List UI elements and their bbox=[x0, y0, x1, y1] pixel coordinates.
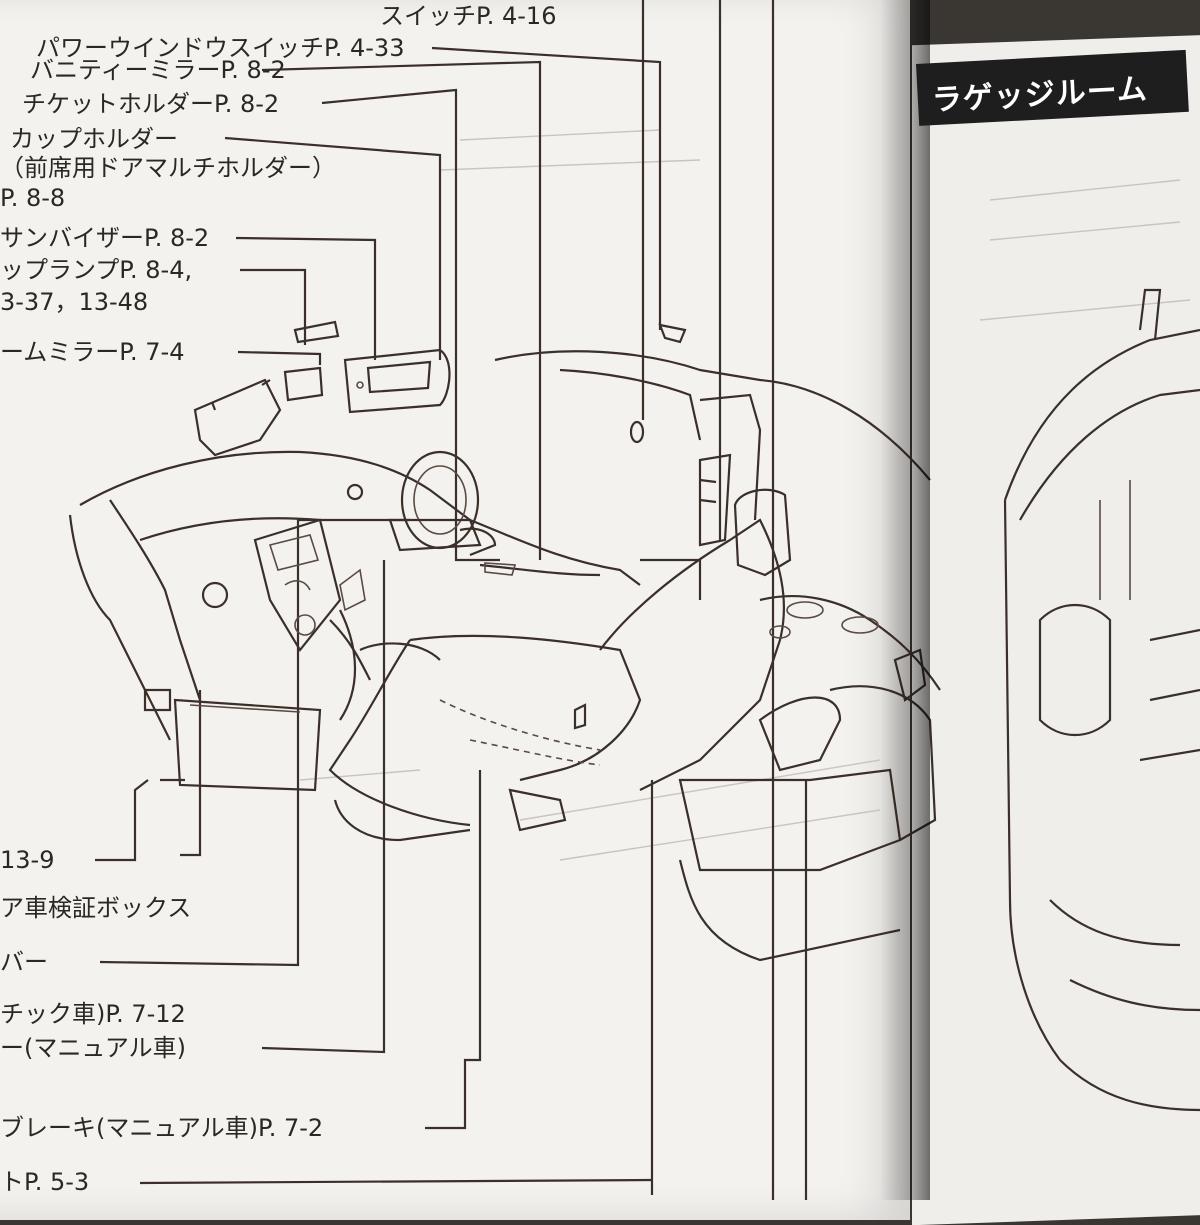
label-lever: バー bbox=[0, 948, 48, 976]
section-title: ラゲッジルーム bbox=[931, 71, 1149, 119]
door-pillar bbox=[640, 393, 941, 962]
book-gutter-shadow bbox=[880, 0, 930, 1200]
dashboard bbox=[68, 323, 931, 741]
leader-lines bbox=[95, 0, 808, 1200]
label-map-lamp-pages: 3-37，13-48 bbox=[0, 288, 149, 316]
label-inspection-box: ア車検証ボックス bbox=[0, 894, 192, 922]
label-seat: トP. 5-3 bbox=[0, 1168, 90, 1196]
label-switch: スイッチP. 4-16 bbox=[380, 2, 557, 30]
label-cup-holder: カップホルダー bbox=[10, 125, 178, 153]
label-manual: ー(マニュアル車) bbox=[0, 1034, 187, 1062]
label-sun-visor: サンバイザーP. 8-2 bbox=[0, 224, 210, 252]
sun-visors bbox=[193, 320, 451, 457]
lower-panels bbox=[143, 609, 441, 792]
label-cup-holder-note: （前席用ドアマルチホルダー） bbox=[0, 154, 336, 182]
label-automatic: チック車)P. 7-12 bbox=[0, 1000, 186, 1028]
label-power-window-switch: パワーウインドウスイッチP. 4-33 bbox=[36, 34, 405, 62]
label-map-lamp: ップランプP. 8-4, bbox=[0, 256, 193, 284]
car-interior-diagram bbox=[68, 0, 1200, 1200]
luggage-room-drawing bbox=[1003, 288, 1200, 1112]
bleed-through bbox=[299, 129, 1191, 861]
label-ticket-holder: チケットホルダーP. 8-2 bbox=[22, 90, 280, 118]
label-vanity-mirror: バニティーミラーP. 8-2 bbox=[30, 56, 286, 84]
label-cup-holder-page: P. 8-8 bbox=[0, 184, 66, 212]
label-page-13-9: 13-9 bbox=[0, 846, 55, 874]
seat bbox=[328, 488, 937, 872]
label-parking-brake: ブレーキ(マニュアル車)P. 7-2 bbox=[0, 1114, 324, 1142]
label-room-mirror: ームミラーP. 7-4 bbox=[0, 338, 185, 366]
